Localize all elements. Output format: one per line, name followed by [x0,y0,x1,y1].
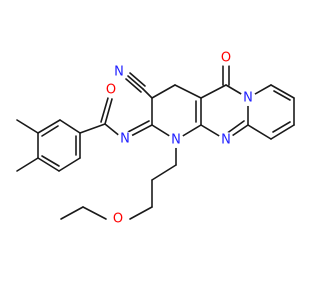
bond [225,120,245,135]
bond [82,206,107,220]
amide-oxygen-label: O [106,83,116,98]
bond [79,123,106,134]
bond [16,119,39,134]
bond [273,90,291,101]
label-mask [110,211,126,227]
bond [16,157,39,172]
bond [60,206,84,220]
bond [151,164,177,181]
bond [37,157,60,172]
bond [37,119,61,134]
ether-oxygen-label: O [113,212,123,227]
bond [127,75,144,90]
bond [174,84,202,99]
bond [200,84,227,99]
bond [130,124,153,137]
label-mask [240,90,256,106]
cyano-nitrogen-label: N [114,65,124,80]
label-mask [103,82,119,98]
label-mask [117,131,133,147]
bond [41,155,60,167]
label-mask [218,132,234,148]
bond [151,84,176,99]
label-mask [218,50,234,66]
label-mask [111,64,127,80]
pyrimidine-nitrogen-label: N [221,133,231,148]
bond [125,78,142,93]
bridgehead-nitrogen-label: N [243,91,253,106]
bond [104,98,113,125]
bond [58,157,81,172]
bond [270,124,295,140]
atom-labels: N O O N N N N O [103,50,256,227]
bond [272,121,291,133]
label-mask [168,132,184,148]
molecule-structure: N O O N N N N O [16,50,295,227]
n1-nitrogen-label: N [171,133,181,148]
structure-canvas: N O O N N N N O [16,50,295,227]
bond [129,206,153,220]
bond [41,125,59,137]
bond [142,88,153,99]
imine-nitrogen-label: N [120,132,130,147]
bond [247,124,272,140]
ring-carbonyl-oxygen-label: O [221,51,231,66]
bonds [16,65,295,220]
bond [270,84,295,99]
bond [129,72,146,87]
bond [127,120,150,133]
bond [59,119,81,134]
bond [100,97,109,123]
